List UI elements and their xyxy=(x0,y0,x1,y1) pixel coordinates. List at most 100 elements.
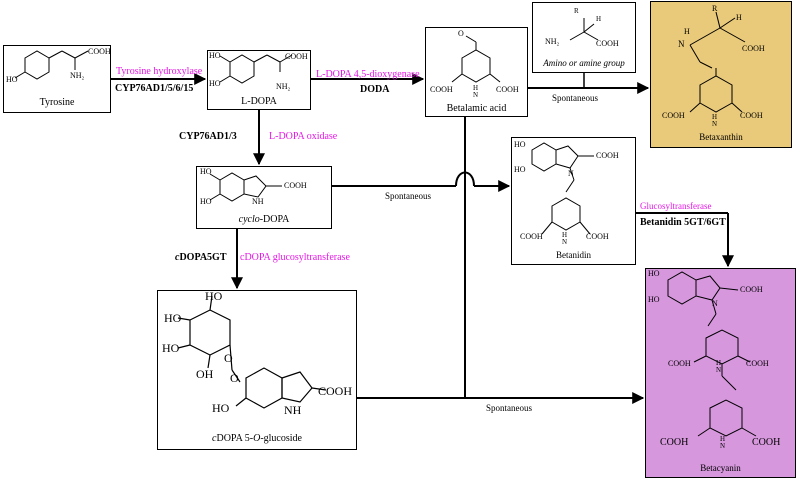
betaxanthin-h-2: H xyxy=(736,13,742,22)
amino-nh2: NH₂ xyxy=(545,37,560,46)
betacyanin-h: H xyxy=(716,359,722,367)
cyclodopa-cooh: COOH xyxy=(284,181,307,190)
ldopa-nh2: NH₂ xyxy=(276,82,291,91)
betacyanin-ho-2: HO xyxy=(648,295,660,304)
cyclodopa-nh: NH xyxy=(252,197,264,206)
amino-h: H xyxy=(596,15,602,23)
cyclodopa-ho-2: HO xyxy=(200,197,212,206)
cyclodopa-caption: cyclo-DOPA xyxy=(196,215,332,225)
betalamic-cooh-2: COOH xyxy=(496,85,519,94)
betalamic-caption: Betalamic acid xyxy=(446,103,507,114)
betalamic-n: N xyxy=(473,91,479,99)
betaxanthin-caption: Betaxanthin xyxy=(699,132,743,142)
enzyme-cdopa5gt: cDOPA5GT xyxy=(175,253,227,263)
betacyanin-cooh-1: COOH xyxy=(740,285,763,294)
enzyme-betanidin-gt: Betanidin 5GT/6GT xyxy=(640,217,726,228)
glucoside-ho-top: HO xyxy=(205,289,223,303)
enzyme-dioxygenase: L-DOPA 4,5-dioxygenase xyxy=(316,69,420,80)
betaxanthin-cooh-2: COOH xyxy=(740,111,763,120)
enzyme-tyrosine-hydroxylase: Tyrosine hydroxylase xyxy=(116,66,203,77)
cyclodopa-caption-rest: -DOPA xyxy=(259,214,290,225)
ldopa-ho-2: HO xyxy=(209,79,221,88)
betanidin-caption: Betanidin xyxy=(556,250,591,260)
betaxanthin-n: N xyxy=(678,39,685,49)
betacyanin-n-2: N xyxy=(716,366,722,374)
tyrosine-cooh: COOH xyxy=(88,47,111,56)
enzyme-ldopa-oxidase: L-DOPA oxidase xyxy=(269,131,338,142)
ldopa-structure xyxy=(219,54,293,84)
betaxanthin-h-3: H xyxy=(712,113,718,121)
glucoside-box xyxy=(157,290,357,450)
betacyanin-cooh-2: COOH xyxy=(668,359,691,368)
enzyme-cdopa5gt-rest: DOPA5GT xyxy=(179,252,227,263)
amino-cooh: COOH xyxy=(596,39,619,48)
amino-caption: Amino or amine group xyxy=(543,58,625,68)
ldopa-caption: L-DOPA xyxy=(241,96,277,107)
betanidin-h: H xyxy=(562,231,568,239)
betacyanin-h-2: H xyxy=(720,435,726,443)
enzyme-cyp76ad13: CYP76AD1/3 xyxy=(179,131,237,142)
betacyanin-ho-1: HO xyxy=(648,269,660,278)
glucoside-ho-3: HO xyxy=(212,401,230,415)
glucoside-structure xyxy=(177,295,327,409)
enzyme-doda: DODA xyxy=(360,84,390,95)
tyrosine-structure xyxy=(14,50,89,80)
glucoside-caption: cDOPA 5-O-glucoside xyxy=(157,434,357,444)
amino-structure xyxy=(569,18,599,41)
glucoside-o-link: O xyxy=(230,371,239,385)
enzyme-cyp76ad1: CYP76AD1/5/6/15 xyxy=(115,83,194,94)
ldopa-ho-1: HO xyxy=(209,51,221,60)
betaxanthin-r: R xyxy=(712,4,718,13)
spontaneous-betaxanthin: Spontaneous xyxy=(552,93,598,103)
betacyanin-structure xyxy=(667,271,757,437)
betacyanin-cooh-3: COOH xyxy=(746,359,769,368)
enzyme-cdopa5gt-c: c xyxy=(175,252,180,263)
glucoside-caption-c: c xyxy=(212,433,217,444)
spontaneous-betacyanin: Spontaneous xyxy=(486,403,532,413)
betalamic-structure xyxy=(451,35,501,83)
betalamic-cooh-1: COOH xyxy=(430,85,453,94)
glucoside-nh: NH xyxy=(284,403,302,417)
betaxanthin-n-2: N xyxy=(712,120,718,128)
glucoside-o-ring: O xyxy=(224,351,233,365)
betaxanthin-cooh-1: COOH xyxy=(662,111,685,120)
ldopa-box xyxy=(207,50,311,110)
betalamic-o: O xyxy=(458,29,464,38)
betacyanin-caption: Betacyanin xyxy=(700,463,741,473)
betanidin-cooh-3: COOH xyxy=(586,232,609,241)
tyrosine-caption: Tyrosine xyxy=(39,97,75,108)
betanidin-n: N xyxy=(568,169,574,178)
glucoside-caption-end: -glucoside xyxy=(260,433,302,444)
cyclodopa-ho-1: HO xyxy=(200,167,212,176)
betanidin-cooh-1: COOH xyxy=(596,151,619,160)
betanidin-structure xyxy=(531,142,594,235)
betanidin-cooh-2: COOH xyxy=(520,232,543,241)
tyrosine-box xyxy=(3,45,111,113)
glucoside-ho-2: HO xyxy=(162,341,180,355)
betaxanthin-box xyxy=(650,1,792,148)
enzyme-glucosyltransferase: Glucosyltransferase xyxy=(640,201,712,211)
amino-r: R xyxy=(574,7,579,15)
cyclodopa-caption-italic: cyclo xyxy=(238,214,260,225)
betacyanin-n-3: N xyxy=(720,442,726,450)
betaxanthin-cooh-top: COOH xyxy=(742,44,765,53)
betanidin-n-2: N xyxy=(562,238,568,246)
tyrosine-nh2: NH₂ xyxy=(70,71,85,80)
amino-group-box xyxy=(532,2,636,73)
glucoside-caption-mid: DOPA 5- xyxy=(216,433,254,444)
betanidin-ho-1: HO xyxy=(514,140,526,149)
glucoside-ho-1: HO xyxy=(164,311,182,325)
betacyanin-box xyxy=(645,268,796,478)
betacyanin-cooh-5: COOH xyxy=(752,437,781,448)
ldopa-cooh: COOH xyxy=(285,52,308,61)
betacyanin-n: N xyxy=(712,299,718,308)
tyrosine-ho: HO xyxy=(6,75,18,84)
betaxanthin-h-1: H xyxy=(684,27,690,36)
glucoside-cooh: COOH xyxy=(318,384,353,398)
betalamic-h: H xyxy=(473,84,479,92)
spontaneous-betanidin: Spontaneous xyxy=(385,191,431,201)
glucoside-caption-o: O xyxy=(253,433,261,444)
betanidin-ho-2: HO xyxy=(514,165,526,174)
